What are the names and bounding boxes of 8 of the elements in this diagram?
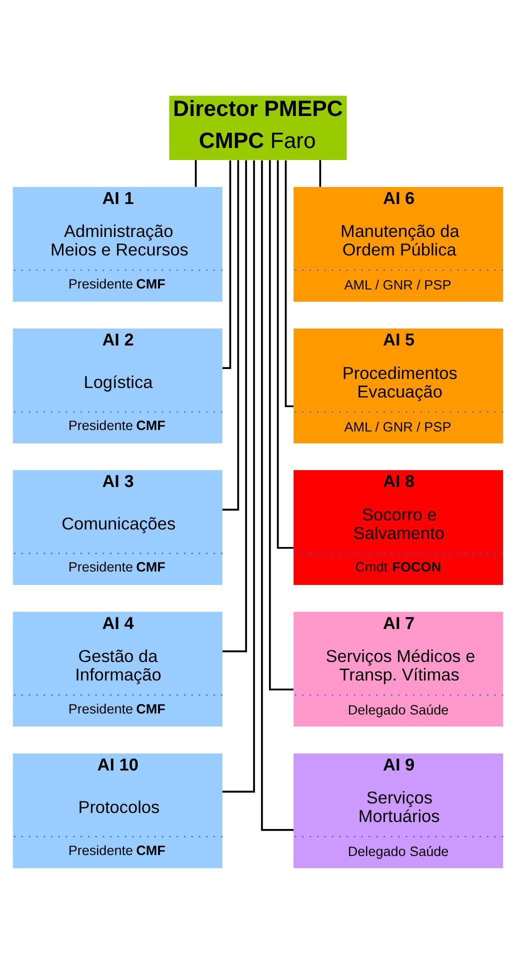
connector bbox=[261, 160, 294, 831]
connector bbox=[222, 160, 232, 369]
connector bbox=[319, 160, 322, 187]
connector bbox=[284, 160, 294, 408]
connector bbox=[268, 160, 294, 690]
connector bbox=[222, 160, 255, 793]
connector bbox=[222, 160, 248, 652]
connector bbox=[194, 160, 197, 187]
